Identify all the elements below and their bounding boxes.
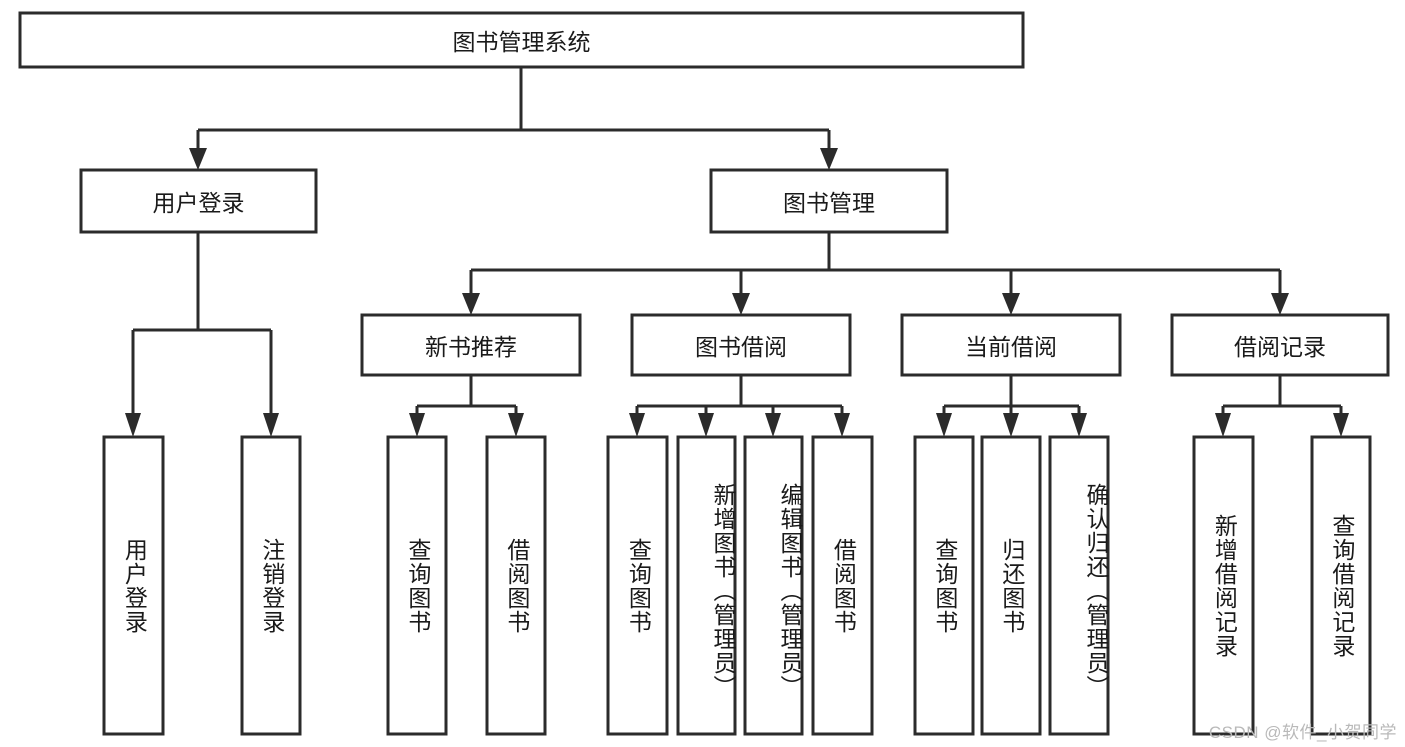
- arrowhead-current-borrow: [1002, 293, 1020, 315]
- arrowhead-leaf-user-login: [125, 413, 141, 437]
- arrowhead-leaf-borrow-book-2: [834, 413, 850, 437]
- arrowhead-book-borrow: [732, 293, 750, 315]
- arrowhead-leaf-confirm-return: [1071, 413, 1087, 437]
- node-box-root[interactable]: [18, 11, 1025, 69]
- arrowhead-leaf-edit-book: [765, 413, 781, 437]
- node-box-leaf-borrow-book-2[interactable]: [811, 435, 874, 736]
- arrowhead-leaf-add-record: [1215, 413, 1231, 437]
- node-box-leaf-query-book-2[interactable]: [606, 435, 669, 736]
- arrowhead-leaf-query-book-1: [409, 413, 425, 437]
- node-box-book-manage[interactable]: [709, 168, 949, 234]
- arrowhead-user-login: [189, 148, 207, 170]
- arrowhead-new-book-recommend: [462, 293, 480, 315]
- arrowhead-leaf-user-logout: [263, 413, 279, 437]
- arrowhead-leaf-return-book: [1003, 413, 1019, 437]
- arrowhead-leaf-query-record: [1333, 413, 1349, 437]
- node-box-leaf-borrow-book-1[interactable]: [485, 435, 547, 736]
- arrowhead-leaf-query-book-2: [629, 413, 645, 437]
- node-box-leaf-user-login[interactable]: [102, 435, 165, 736]
- node-box-borrow-record[interactable]: [1170, 313, 1390, 377]
- arrowhead-leaf-query-book-3: [936, 413, 952, 437]
- arrowhead-book-manage: [820, 148, 838, 170]
- csdn-watermark: CSDN @软件_小贺同学: [1208, 723, 1397, 742]
- node-box-new-book-recommend[interactable]: [360, 313, 582, 377]
- node-box-leaf-add-book[interactable]: [676, 435, 737, 736]
- arrowhead-leaf-add-book: [698, 413, 714, 437]
- node-box-leaf-query-record[interactable]: [1310, 435, 1372, 736]
- node-box-leaf-user-logout[interactable]: [240, 435, 302, 736]
- arrowhead-leaf-borrow-book-1: [508, 413, 524, 437]
- node-box-leaf-edit-book[interactable]: [743, 435, 804, 736]
- node-box-leaf-confirm-return[interactable]: [1048, 435, 1110, 736]
- node-box-user-login[interactable]: [79, 168, 318, 234]
- node-box-leaf-return-book[interactable]: [980, 435, 1042, 736]
- node-box-book-borrow[interactable]: [630, 313, 852, 377]
- arrowhead-borrow-record: [1271, 293, 1289, 315]
- node-box-leaf-query-book-3[interactable]: [913, 435, 975, 736]
- node-box-leaf-query-book-1[interactable]: [386, 435, 448, 736]
- node-box-current-borrow[interactable]: [900, 313, 1122, 377]
- node-box-leaf-add-record[interactable]: [1192, 435, 1255, 736]
